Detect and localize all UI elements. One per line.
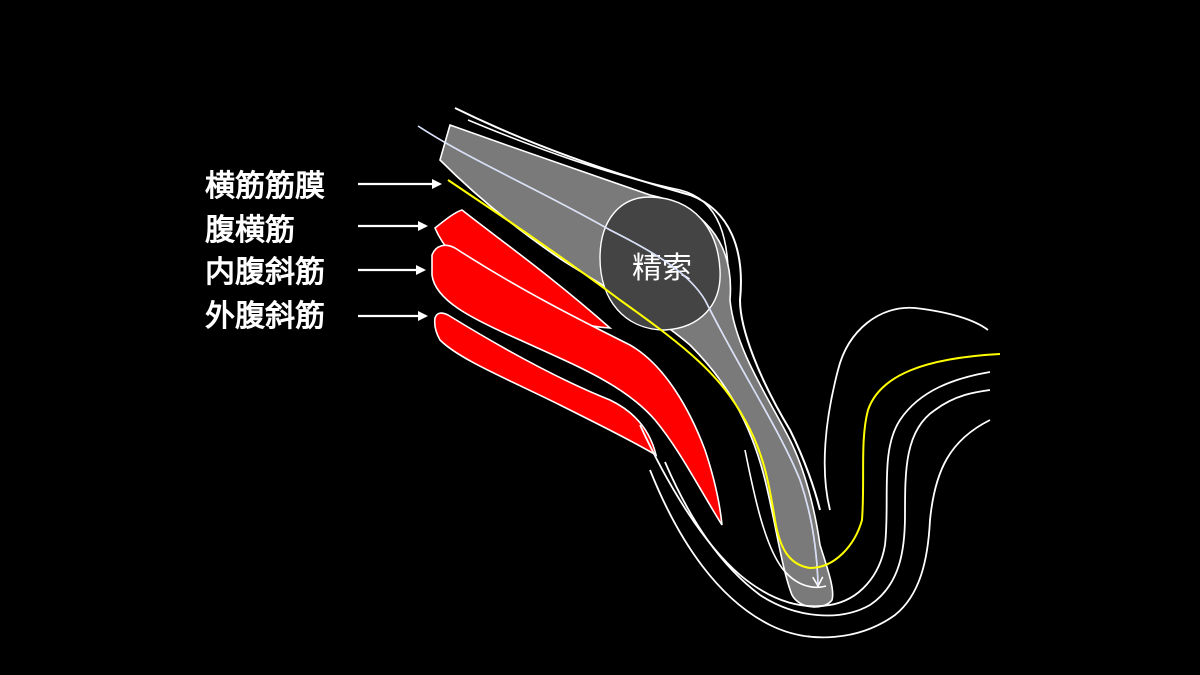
outline-curve-2: [664, 389, 991, 617]
outline-curve-3: [649, 419, 991, 639]
canal-outer-outline: [467, 119, 730, 291]
spermatic-cord-label: 精索: [632, 251, 692, 286]
external-oblique-label: 外腹斜筋: [205, 299, 325, 334]
transversalis-fascia-label: 横筋筋膜: [205, 169, 325, 204]
cord-path-arrow-glow: [417, 125, 819, 586]
outline-curve-scrotum: [823, 306, 989, 511]
spermatic-cord: [599, 196, 721, 331]
transversalis-fascia-line: [447, 179, 1001, 570]
transversus-abdominis-label: 腹横筋: [205, 213, 295, 248]
external-oblique-muscle: [433, 312, 658, 457]
outline-curve-inner-bend: [744, 449, 827, 589]
internal-oblique-muscle: [431, 244, 723, 526]
internal-oblique-label: 内腹斜筋: [205, 255, 325, 290]
skin-outline-upper: [454, 107, 821, 511]
